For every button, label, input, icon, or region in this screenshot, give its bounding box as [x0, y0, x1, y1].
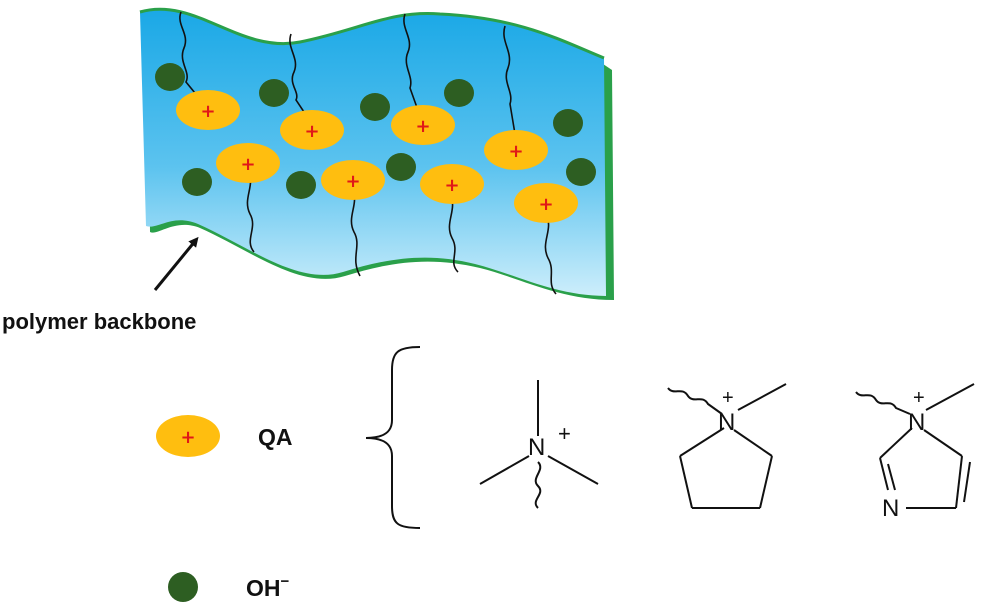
legend-hydroxide-swatch	[168, 572, 198, 602]
sheet-top-rim	[139, 7, 605, 60]
pyrrolidinium-charge: +	[722, 387, 734, 409]
side-chain	[403, 13, 421, 117]
hydroxide-ion	[553, 109, 583, 137]
sheet-face	[140, 9, 606, 296]
structure-pyrrolidinium	[667, 383, 787, 509]
backbone-label: polymer backbone	[2, 309, 196, 334]
side-chain	[246, 169, 255, 253]
hydroxide-ion	[182, 168, 212, 196]
imidazolium-nitrogen-1: N	[908, 409, 925, 436]
cation-sign: +	[345, 171, 360, 192]
cations: + + + + + + + +	[176, 90, 578, 223]
cation-sign: +	[444, 175, 459, 196]
legend-oh-label: OH−	[246, 573, 290, 601]
cation-sign: +	[304, 121, 319, 142]
cation-sign: +	[240, 154, 255, 175]
structure-quaternary-ammonium	[479, 380, 599, 509]
cation: +	[216, 143, 280, 183]
hydroxide-ion	[444, 79, 474, 107]
cation-sign: +	[200, 101, 215, 122]
cation-sign: +	[415, 116, 430, 137]
hydroxide-ion	[360, 93, 390, 121]
hydroxide-ions	[155, 63, 596, 199]
cation: +	[514, 183, 578, 223]
side-chains-bottom	[246, 169, 557, 295]
qa-charge: +	[558, 421, 571, 446]
side-chain	[544, 213, 557, 295]
cation: +	[321, 160, 385, 200]
hydroxide-ion	[286, 171, 316, 199]
legend-qa-label: QA	[258, 424, 293, 450]
cation: +	[391, 105, 455, 145]
legend-cation-sign: +	[180, 427, 195, 448]
legend-qa: + QA	[156, 415, 293, 457]
imidazolium-nitrogen-2: N	[882, 495, 899, 522]
structure-imidazolium	[855, 383, 975, 509]
side-chain	[448, 193, 459, 273]
hydroxide-ion	[155, 63, 185, 91]
grouping-brace	[365, 346, 421, 529]
side-chain	[503, 25, 517, 141]
hydroxide-ion	[386, 153, 416, 181]
side-chain	[350, 187, 361, 277]
side-chains-top	[179, 11, 517, 141]
cation-sign: +	[538, 194, 553, 215]
cation: +	[280, 110, 344, 150]
legend-cation-swatch	[156, 415, 220, 457]
imidazolium-charge: +	[913, 387, 925, 409]
cation-sign: +	[508, 141, 523, 162]
legend-oh: OH−	[168, 572, 290, 602]
cation: +	[176, 90, 240, 130]
backbone-arrow	[153, 236, 199, 291]
hydroxide-ion	[566, 158, 596, 186]
side-chain	[179, 11, 205, 105]
hydroxide-ion	[259, 79, 289, 107]
pyrrolidinium-nitrogen: N	[718, 409, 735, 436]
cation: +	[420, 164, 484, 204]
cation: +	[484, 130, 548, 170]
side-chain	[289, 33, 313, 125]
qa-nitrogen: N	[528, 434, 545, 461]
